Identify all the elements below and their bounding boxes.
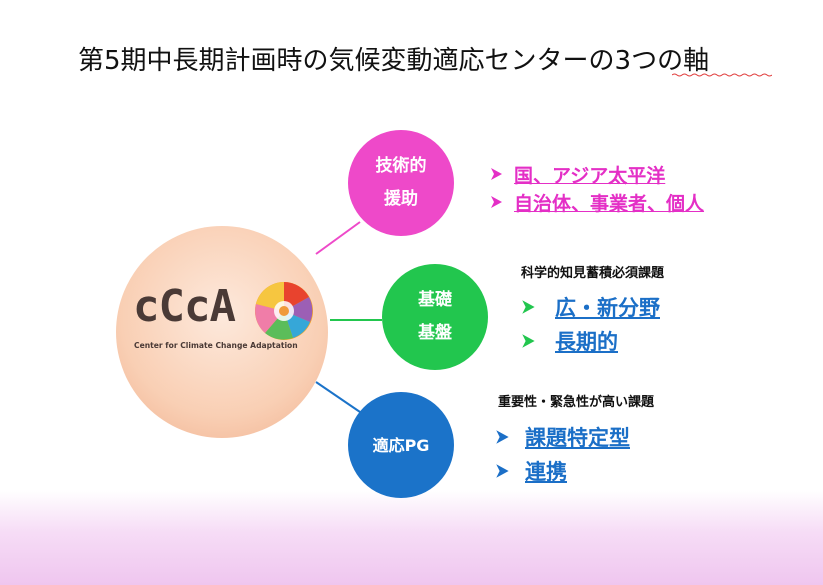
spellcheck-underline bbox=[672, 73, 772, 77]
climate-globe-logo-icon bbox=[255, 282, 313, 340]
list-item: 国、アジア太平洋 bbox=[489, 160, 704, 188]
connector-pg bbox=[315, 381, 361, 413]
list-item: 自治体、事業者、個人 bbox=[489, 188, 704, 216]
technical-assistance-list: 国、アジア太平洋 自治体、事業者、個人 bbox=[489, 160, 704, 216]
slide-bottom-gradient bbox=[0, 490, 823, 585]
logo-tagline: Center for Climate Change Adaptation bbox=[134, 341, 298, 350]
node-adaptation-program: 適応PG bbox=[348, 392, 454, 498]
node-foundation: 基礎 基盤 bbox=[382, 264, 488, 370]
list-item: 長期的 bbox=[520, 324, 660, 358]
node-label-line1: 基礎 bbox=[418, 290, 452, 310]
node-technical-assistance: 技術的 援助 bbox=[348, 130, 454, 236]
chevron-right-arrow-icon bbox=[494, 462, 525, 480]
chevron-right-arrow-icon bbox=[489, 194, 514, 210]
node-label-line1: 技術的 bbox=[375, 156, 427, 176]
list-item-label[interactable]: 自治体、事業者、個人 bbox=[514, 192, 705, 215]
list-item-label[interactable]: 国、アジア太平洋 bbox=[514, 164, 666, 187]
slide-title: 第5期中長期計画時の気候変動適応センターの3つの軸 bbox=[78, 46, 710, 76]
node-label-line2: 基盤 bbox=[418, 323, 452, 343]
chevron-right-arrow-icon bbox=[520, 332, 555, 350]
list-item-label[interactable]: 課題特定型 bbox=[525, 426, 630, 450]
chevron-right-arrow-icon bbox=[520, 298, 555, 316]
list-item-label[interactable]: 長期的 bbox=[555, 330, 618, 354]
logo-wordmark: cCcA bbox=[133, 281, 236, 332]
list-item: 連携 bbox=[494, 454, 630, 488]
foundation-heading: 科学的知見蓄積必須課題 bbox=[521, 266, 665, 281]
node-label-line1: 適応PG bbox=[372, 435, 430, 455]
node-label-line2: 援助 bbox=[384, 189, 418, 209]
list-item-label[interactable]: 連携 bbox=[525, 460, 567, 484]
list-item-label[interactable]: 広・新分野 bbox=[555, 296, 660, 320]
adaptation-program-list: 課題特定型 連携 bbox=[494, 420, 630, 488]
foundation-list: 広・新分野 長期的 bbox=[520, 290, 660, 358]
chevron-right-arrow-icon bbox=[494, 428, 525, 446]
list-item: 広・新分野 bbox=[520, 290, 660, 324]
connector-tech bbox=[315, 221, 361, 255]
list-item: 課題特定型 bbox=[494, 420, 630, 454]
chevron-right-arrow-icon bbox=[489, 166, 514, 182]
adaptation-program-heading: 重要性・緊急性が高い課題 bbox=[498, 395, 655, 410]
